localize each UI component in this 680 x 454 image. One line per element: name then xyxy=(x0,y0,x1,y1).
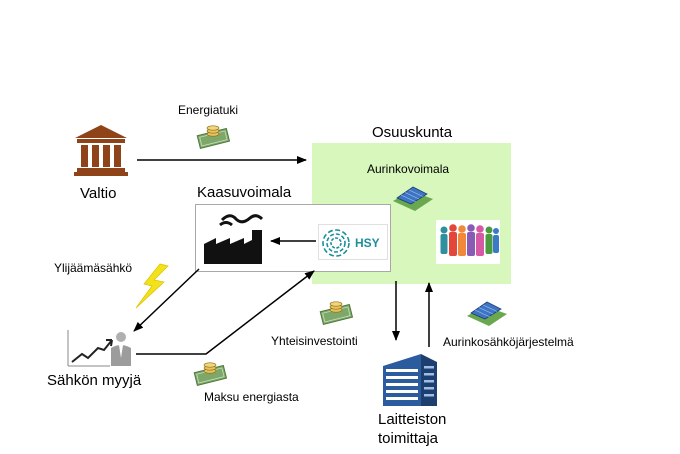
hsy-logo: HSY xyxy=(318,224,388,260)
money-icon-payment xyxy=(193,362,227,386)
office-building-icon xyxy=(383,354,437,406)
label-equipment-supplier-line2: toimittaja xyxy=(378,430,439,447)
label-state: Valtio xyxy=(80,185,117,202)
arrow-gas-plant-to-seller xyxy=(133,268,200,332)
solar-panel-icon-system xyxy=(467,301,507,326)
arrow-seller-to-cooperative xyxy=(136,270,315,355)
label-gas-plant: Kaasuvoimala xyxy=(197,184,292,201)
people-card xyxy=(436,220,500,264)
solar-panel-icon-plant xyxy=(393,186,433,211)
label-solar-plant: Aurinkovoimala xyxy=(367,162,450,176)
label-surplus-electricity: Ylijäämäsähkö xyxy=(54,261,133,275)
lightning-icon xyxy=(135,263,169,309)
label-energy-payment: Maksu energiasta xyxy=(204,390,299,404)
money-icon-investment xyxy=(319,301,353,325)
label-equipment-supplier-line1: Laitteiston xyxy=(378,411,447,428)
label-solar-system: Aurinkosähköjärjestelmä xyxy=(443,335,574,349)
money-icon-subsidy xyxy=(196,125,230,149)
label-energy-subsidy: Energiatuki xyxy=(178,103,239,117)
label-electricity-seller: Sähkön myyjä xyxy=(47,372,142,389)
label-joint-investment: Yhteisinvestointi xyxy=(271,334,358,348)
factory-icon xyxy=(204,214,264,264)
people-icon xyxy=(440,224,499,256)
hsy-swirl-icon xyxy=(322,229,350,257)
hsy-logo-text: HSY xyxy=(355,236,380,250)
bank-icon xyxy=(74,125,128,176)
seller-icon xyxy=(67,330,131,367)
label-cooperative: Osuuskunta xyxy=(372,124,453,141)
